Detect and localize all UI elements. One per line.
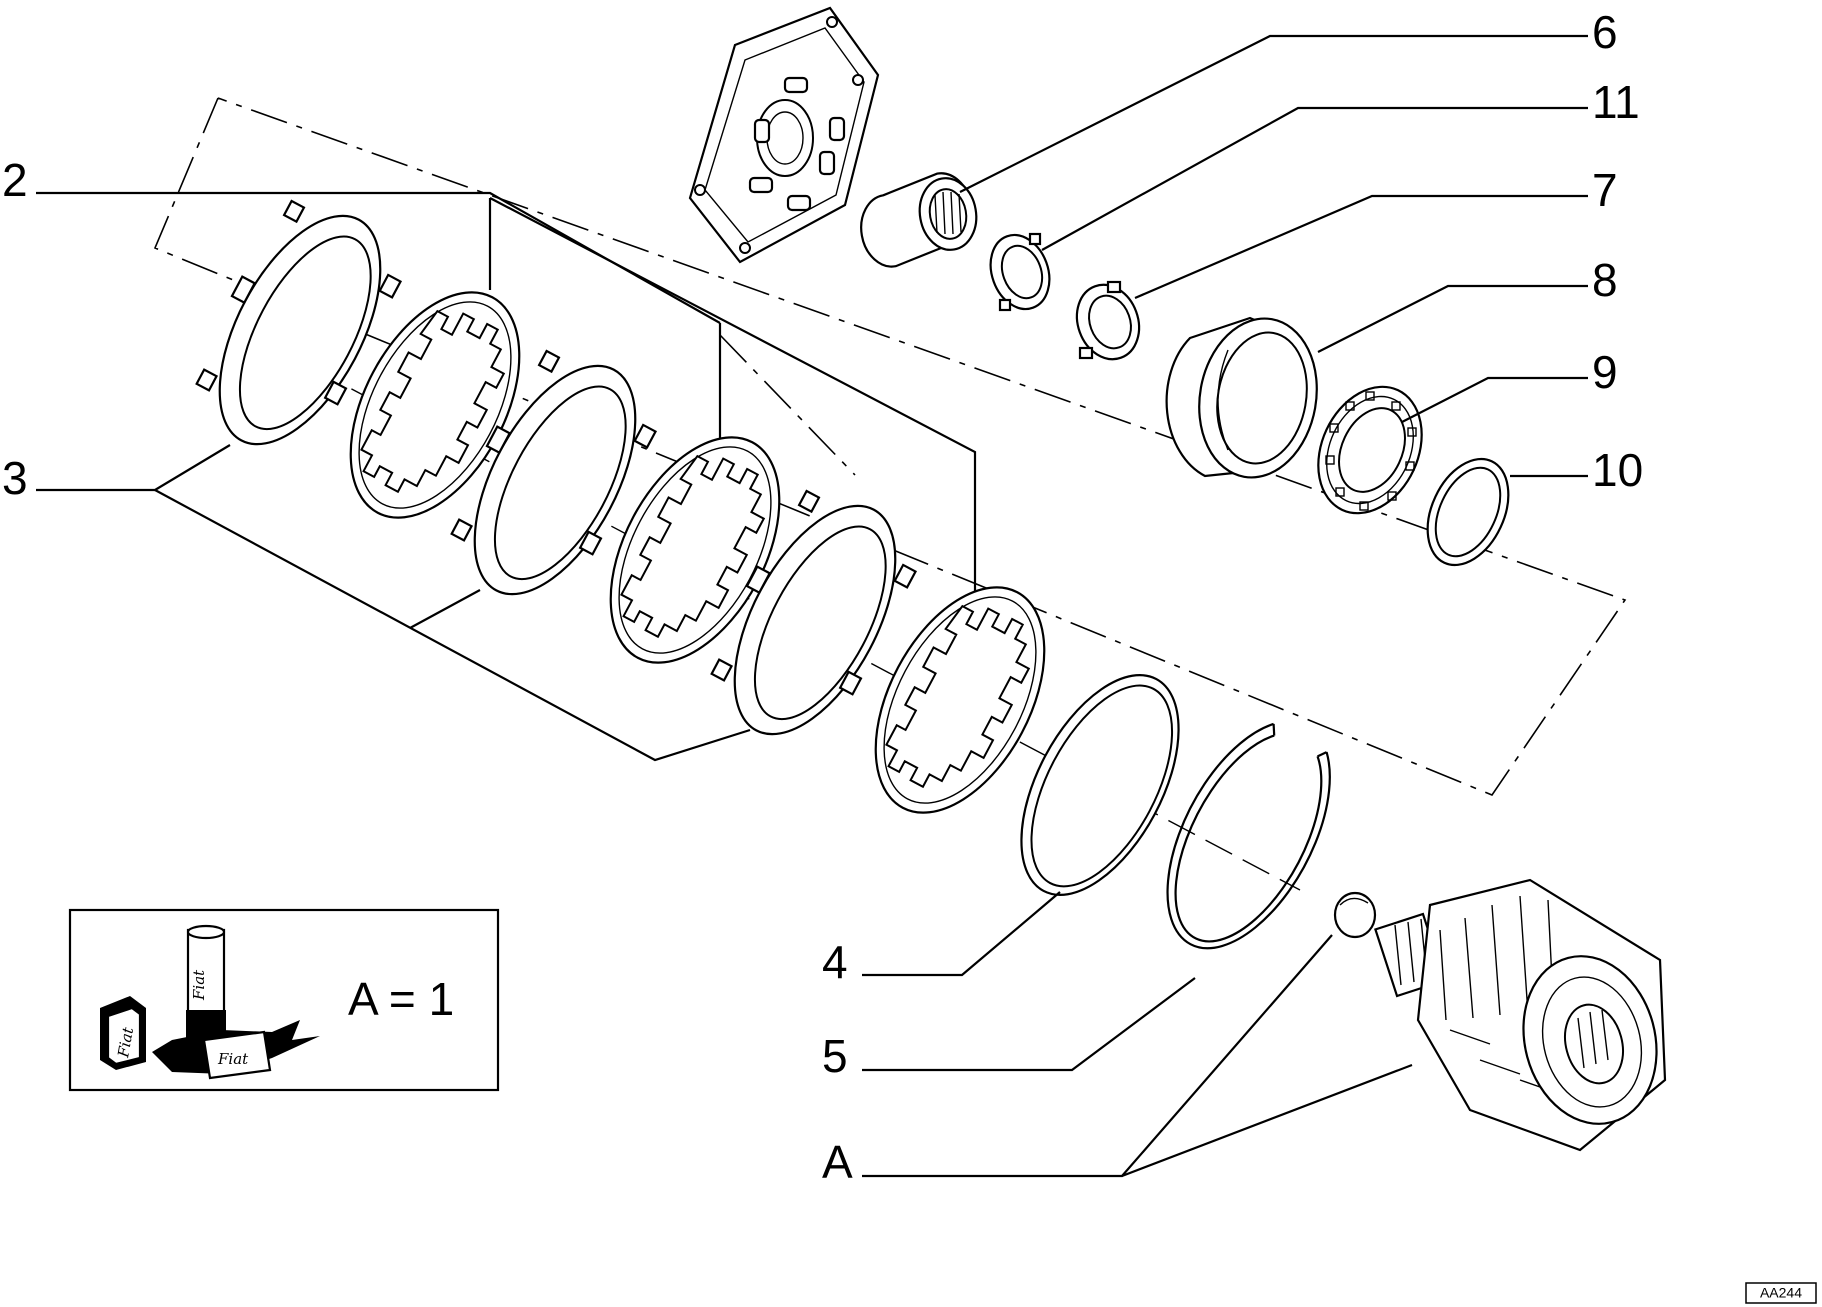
callout-labels: 6 11 7 8 9 10 2 3 4 5 A	[2, 6, 1643, 1188]
callout-3: 3	[2, 452, 28, 504]
friction-disc-1	[349, 291, 521, 519]
friction-disc-2	[609, 436, 781, 664]
callout-4: 4	[822, 936, 848, 988]
reference-code-box: AA244	[1745, 1282, 1817, 1304]
legend-box: Fiat Fiat Fiat A = 1	[68, 908, 500, 1092]
callout-A: A	[822, 1136, 853, 1188]
pack-left-brand-label: Fiat	[114, 1025, 137, 1060]
part-5-snap-ring	[1166, 722, 1331, 950]
ball-part	[1333, 891, 1377, 939]
clutch-plate-3	[710, 489, 918, 736]
spring-plate	[688, 6, 880, 264]
leader-lines	[36, 34, 1588, 1178]
clutch-plate-2	[450, 349, 658, 596]
clutch-pack-enclosure	[154, 197, 977, 762]
callout-10: 10	[1592, 444, 1643, 496]
assembly-frame-lines	[153, 97, 1627, 796]
callout-8: 8	[1592, 254, 1618, 306]
legend-equation: A = 1	[348, 973, 454, 1025]
callout-9: 9	[1592, 346, 1618, 398]
sealant-pack-right-icon: Fiat	[152, 1020, 320, 1080]
part-7-washer	[1075, 280, 1141, 361]
sealant-pack-left-icon: Fiat	[100, 996, 146, 1070]
callout-6: 6	[1592, 6, 1618, 58]
clutch-plate-1	[195, 199, 403, 446]
friction-disc-3	[874, 586, 1046, 814]
part-10-o-ring	[1426, 457, 1510, 567]
pack-right-brand-label: Fiat	[217, 1050, 249, 1068]
part-11-washer	[989, 232, 1051, 312]
callout-11: 11	[1592, 76, 1640, 128]
reference-code: AA244	[1760, 1285, 1802, 1301]
clutch-hub	[1374, 878, 1667, 1152]
callout-5: 5	[822, 1030, 848, 1082]
callout-2: 2	[2, 154, 28, 206]
part-8-bearing-cup	[1165, 316, 1318, 479]
part-6-needle-bearing	[860, 172, 978, 268]
part-4-ring	[1020, 674, 1180, 896]
callout-7: 7	[1592, 164, 1618, 216]
tube-brand-label: Fiat	[190, 969, 208, 1001]
part-9-roller-bearing	[1317, 385, 1423, 515]
